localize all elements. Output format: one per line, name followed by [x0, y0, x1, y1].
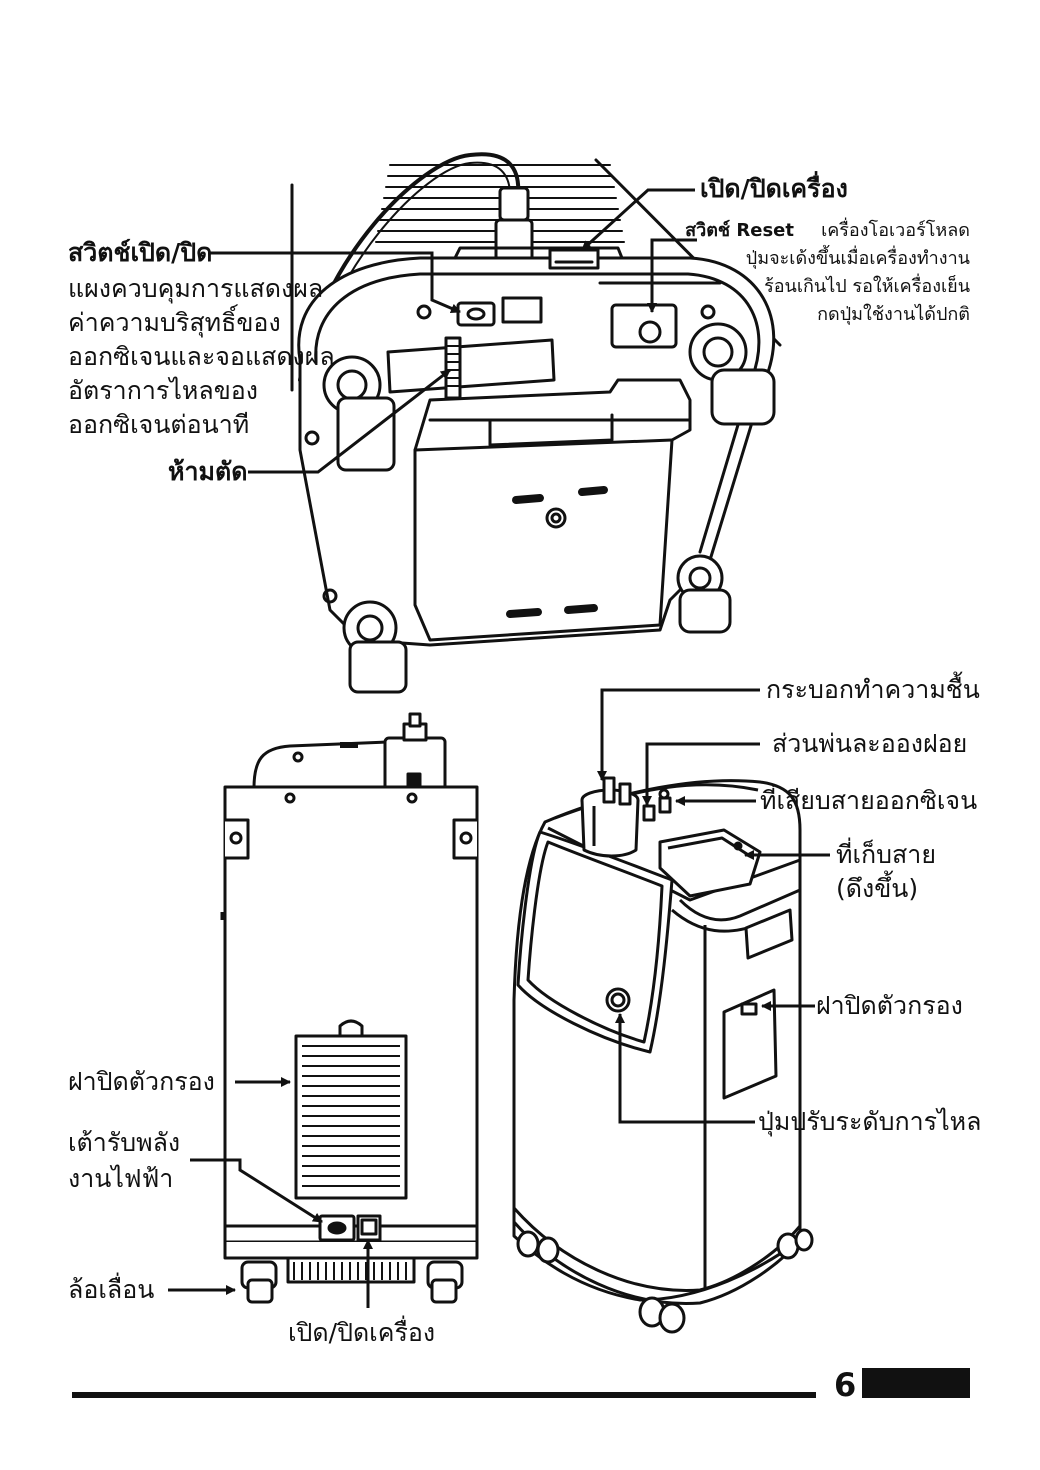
panel-desc-line-1: แผงควบคุมการแสดงผล [68, 274, 324, 303]
footer-rule [72, 1392, 816, 1398]
reset-desc-line-4: กดปุ่มใช้งานได้ปกติ [817, 304, 970, 325]
back-filter-cover-label: ฝาปิดตัวกรอง [68, 1067, 215, 1096]
panel-desc-line-2: ค่าความบริสุทธิ์ของ [68, 308, 281, 337]
front-filter-cover-label: ฝาปิดตัวกรอง [816, 991, 963, 1020]
reset-desc-line-3: ร้อนเกินไป รอให้เครื่องเย็น [764, 276, 970, 297]
do-not-cut-label: ห้ามตัด [168, 457, 248, 486]
panel-desc-line-3: ออกซิเจนและจอแสดงผล [68, 342, 335, 371]
top-view-callouts [208, 188, 697, 474]
power-inlet-line-1: เต้ารับพลัง [68, 1128, 181, 1157]
reset-desc-line-1: เครื่องโอเวอร์โหลด [821, 220, 970, 241]
front-view-drawing [512, 776, 814, 1334]
cable-storage-line-2: (ดึงขึ้น) [836, 874, 919, 903]
power-inlet-line-2: งานไฟฟ้า [68, 1164, 174, 1193]
back-on-off-label: เปิด/ปิดเครื่อง [288, 1318, 436, 1347]
power-switch-label: สวิตช์เปิด/ปิด [68, 238, 213, 267]
back-view-callouts [168, 1077, 373, 1308]
front-view-callouts [597, 688, 830, 1124]
panel-desc-line-4: อัตราการไหลของ [68, 376, 259, 405]
cable-storage-line-1: ที่เก็บสาย [836, 840, 936, 869]
back-view-drawing [220, 712, 479, 1304]
nebulizer-label: ส่วนพ่นละอองฝอย [772, 729, 968, 758]
top-on-off-label: เปิด/ปิดเครื่อง [700, 174, 848, 203]
oxygen-outlet-label: ที่เสียบสายออกซิเจน [760, 786, 978, 815]
flow-knob-label: ปุ่มปรับระดับการไหล [758, 1107, 982, 1136]
humidifier-label: กระบอกทำความชื้น [766, 675, 980, 704]
panel-desc-line-5: ออกซิเจนต่อนาที [68, 410, 250, 439]
top-view-drawing [290, 152, 782, 694]
page-number: 6 [834, 1366, 857, 1404]
page-number-bar [862, 1368, 970, 1398]
reset-desc-line-2: ปุ่มจะเด้งขึ้นเมื่อเครื่องทำงาน [745, 248, 970, 269]
reset-switch-title: สวิตช์ Reset [685, 220, 794, 241]
casters-label: ล้อเลื่อน [68, 1275, 155, 1304]
